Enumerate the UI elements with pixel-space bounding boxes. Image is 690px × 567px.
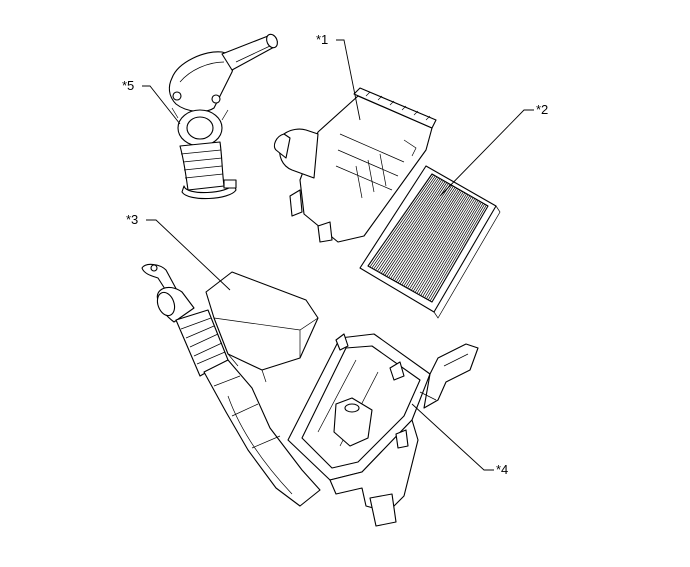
part2-air-filter-element [359,165,501,319]
part5-intake-hose [168,33,278,200]
callout-leader-lines [142,39,534,471]
leader-part5 [142,85,181,125]
callout-label-part2: *2 [536,102,549,117]
leader-part1 [336,39,361,121]
callout-label-part4: *4 [496,462,509,477]
part4-air-cleaner-case [287,333,479,527]
callout-label-part1: *1 [316,32,329,47]
callout-label-part5: *5 [122,78,135,93]
part3-intake-duct [141,263,321,507]
callout-label-part3: *3 [126,212,139,227]
leader-part2 [439,109,534,197]
part1-air-cleaner-cap [273,87,437,243]
leader-part4 [411,403,494,471]
leader-part3 [146,219,231,291]
